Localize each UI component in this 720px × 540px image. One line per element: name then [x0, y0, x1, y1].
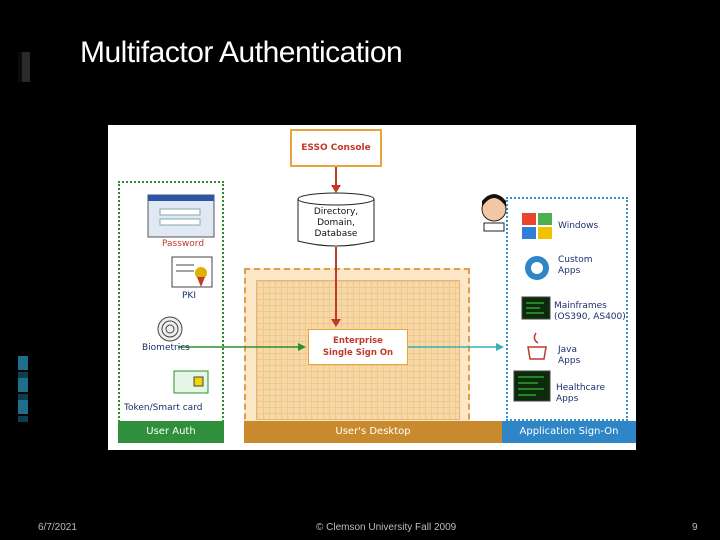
decor-block — [18, 400, 28, 414]
app-label-line: Apps — [556, 394, 579, 404]
arrow-head — [496, 343, 504, 351]
sso-diagram: ESSO Console — [108, 125, 636, 450]
java-cup-icon — [527, 332, 547, 360]
application-panel — [506, 197, 628, 421]
user-desktop-bar: User's Desktop — [244, 421, 502, 443]
arrow-head — [331, 319, 341, 327]
browser-icon — [525, 256, 549, 280]
esso-console-box: ESSO Console — [290, 129, 382, 167]
decor-block — [18, 372, 28, 378]
left-margin — [0, 0, 30, 540]
windows-logo-icon — [522, 213, 552, 239]
app-label: Custom Apps — [558, 255, 592, 277]
title-accent-bar-inner — [18, 52, 22, 82]
diagram-connectors — [147, 167, 552, 402]
arrow-head — [331, 185, 341, 193]
app-label-line: (OS390, AS400) — [554, 312, 626, 322]
application-signon-bar: Application Sign-On — [502, 421, 636, 443]
fingerprint-icon — [157, 316, 183, 342]
app-label: Java Apps — [558, 345, 580, 367]
database-label-line: Database — [314, 229, 358, 239]
app-label-line: Apps — [558, 356, 581, 366]
pki-label: PKI — [182, 291, 196, 301]
page-number: 9 — [692, 522, 698, 533]
user-auth-bar: User Auth — [118, 421, 224, 443]
database-label-line: Directory, — [313, 207, 359, 217]
app-label: Mainframes (OS390, AS400) — [554, 301, 626, 323]
app-label: Healthcare Apps — [556, 383, 605, 405]
app-label-line: Custom — [558, 255, 593, 265]
decor-block — [18, 394, 28, 400]
database-label-line: Domain, — [317, 218, 355, 228]
slide-title: Multifactor Authentication — [80, 36, 403, 69]
esso-box: Enterprise Single Sign On — [308, 329, 408, 365]
database-label: Directory, Domain, Database — [298, 207, 374, 240]
footer-date: 6/7/2021 — [38, 522, 77, 533]
decor-block — [18, 416, 28, 422]
smart-card-icon — [173, 370, 209, 394]
esso-label-line: Single Sign On — [322, 348, 394, 358]
decor-block — [18, 356, 28, 370]
app-label-line: Healthcare — [556, 383, 606, 393]
terminal-icon — [521, 296, 551, 320]
app-label-line: Mainframes — [554, 301, 607, 311]
password-screen-icon — [147, 194, 215, 238]
database-cylinder-icon — [297, 192, 375, 247]
esso-console-label: ESSO Console — [301, 143, 371, 153]
certificate-icon — [171, 256, 213, 288]
esso-label-line: Enterprise — [333, 336, 383, 346]
terminal-icon — [513, 370, 551, 402]
password-label: Password — [162, 239, 205, 249]
arrow-head — [298, 343, 306, 351]
user-avatar-icon — [481, 194, 507, 232]
biometrics-label: Biometrics — [142, 343, 190, 353]
token-label: Token/Smart card — [124, 403, 203, 413]
app-label-line: Windows — [558, 221, 599, 231]
footer-copyright: © Clemson University Fall 2009 — [316, 522, 457, 533]
app-label: Windows — [558, 221, 598, 231]
decor-block — [18, 378, 28, 392]
app-label-line: Java — [558, 345, 578, 355]
app-label-line: Apps — [558, 266, 581, 276]
